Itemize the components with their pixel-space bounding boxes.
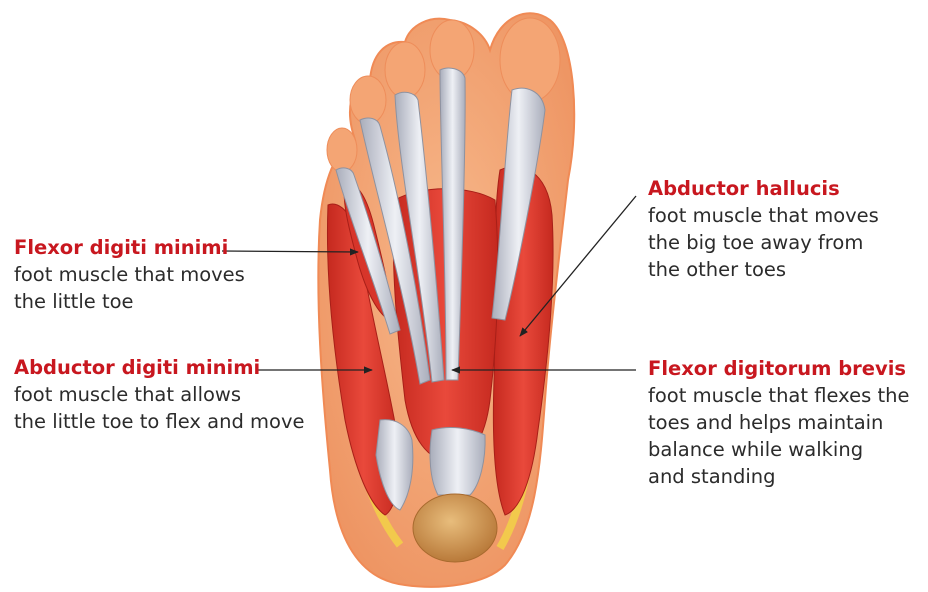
label-desc-line: foot muscle that flexes the — [648, 384, 910, 407]
tendon-second-toe — [439, 67, 466, 381]
label-title: Flexor digiti minimi — [14, 236, 229, 259]
label-desc-line: the little toe to flex and move — [14, 410, 305, 433]
label-desc-line: foot muscle that allows — [14, 383, 242, 406]
foot-illustration — [317, 12, 576, 588]
label-title: Abductor hallucis — [648, 177, 840, 200]
label-desc-line: the big toe away from — [648, 231, 864, 254]
label-desc-line: the other toes — [648, 258, 787, 281]
tendon-little-toe — [335, 167, 401, 335]
toe-third — [384, 41, 426, 99]
label-desc-line: foot muscle that moves — [648, 204, 879, 227]
toe-little — [326, 127, 358, 173]
label-title: Abductor digiti minimi — [14, 356, 261, 379]
label-desc-line: the little toe — [14, 290, 134, 313]
label-abductor-digiti-minimi: Abductor digiti minimi foot muscle that … — [14, 354, 305, 435]
tendon-fourth-toe — [359, 117, 431, 385]
toe-fourth — [349, 75, 387, 125]
leader-flexor-digiti-minimi — [221, 248, 359, 256]
heel-pad — [412, 493, 498, 563]
label-flexor-digiti-minimi: Flexor digiti minimi foot muscle that mo… — [14, 234, 245, 315]
label-desc-line: toes and helps maintain — [648, 411, 884, 434]
label-desc-line: and standing — [648, 465, 776, 488]
label-flexor-digitorum-brevis: Flexor digitorum brevis foot muscle that… — [648, 355, 909, 490]
leader-abductor-hallucis — [519, 195, 637, 337]
label-title: Flexor digitorum brevis — [648, 357, 907, 380]
lateral-aponeurosis — [375, 419, 414, 511]
leader-lines — [221, 195, 637, 374]
plantar-aponeurosis — [429, 427, 486, 496]
label-desc-line: balance while walking — [648, 438, 864, 461]
label-desc-line: foot muscle that moves — [14, 263, 245, 286]
label-abductor-hallucis: Abductor hallucis foot muscle that moves… — [648, 175, 879, 283]
tendon-big-toe — [491, 87, 546, 321]
tendon-third-toe — [394, 91, 445, 383]
